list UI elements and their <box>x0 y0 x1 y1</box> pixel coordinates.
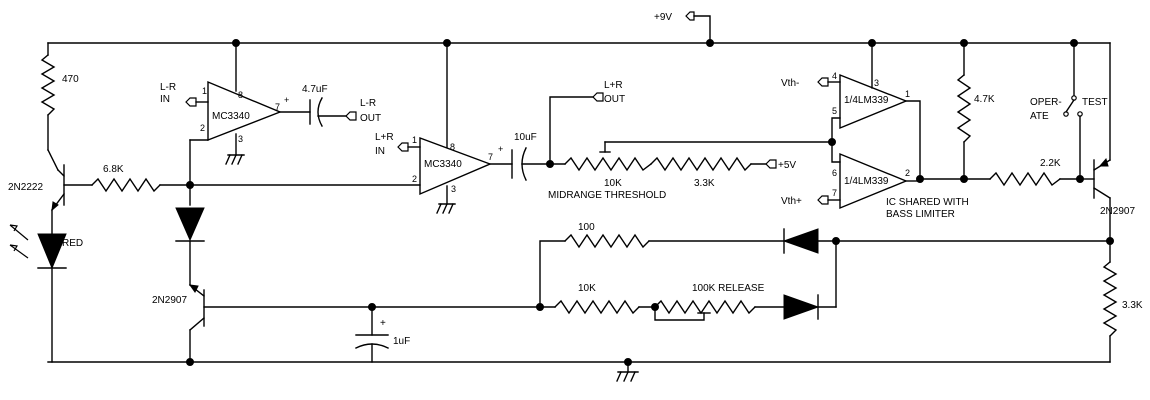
cap3-label: 1uF <box>393 336 410 347</box>
cap3-plus: + <box>380 318 386 329</box>
transistor-q1 <box>51 164 93 212</box>
midrange-label: MIDRANGE THRESHOLD <box>548 190 666 201</box>
q2-label: 2N2907 <box>152 295 187 306</box>
resistor-2k2-label: 2.2K <box>1040 158 1061 169</box>
ic2-pin7: 7 <box>488 152 493 162</box>
lpr-out-top: L+R <box>604 80 623 91</box>
ground-junction <box>624 358 632 366</box>
led-label: RED <box>62 238 83 249</box>
supply-rail <box>47 11 1111 161</box>
cap1-label: 4.7uF <box>302 84 328 95</box>
ic-shared-line1: IC SHARED WITH <box>886 197 969 208</box>
comparator-bottom <box>817 152 991 210</box>
resistor-4k7-label: 4.7K <box>974 94 995 105</box>
vcc-label: +9V <box>654 12 672 23</box>
ic2-mc3340 <box>397 39 513 214</box>
ic2-pin8: 8 <box>450 142 455 152</box>
ic2-label: MC3340 <box>424 159 462 170</box>
cap2-label: 10uF <box>514 132 537 143</box>
cmp-pin2: 2 <box>905 168 910 178</box>
left-node <box>186 139 421 206</box>
lpr-in-top: L+R <box>375 132 394 143</box>
led-red <box>9 209 67 363</box>
cmp-bottom-label: 1/4LM339 <box>844 176 889 187</box>
ic1-pin7: 7 <box>275 102 280 112</box>
cmp-pin6: 6 <box>832 168 837 178</box>
resistor-470-label: 470 <box>62 74 79 85</box>
cmp-pin4: 4 <box>832 71 837 81</box>
transistor-q2 <box>186 284 541 366</box>
vcc-junction <box>706 39 714 47</box>
ground-rail <box>47 361 1111 382</box>
release-label: 100K RELEASE <box>692 283 765 294</box>
cmp-pin7: 7 <box>832 188 837 198</box>
q1-label: 2N2222 <box>8 182 43 193</box>
lr-out-top: L-R <box>360 98 376 109</box>
test-label: TEST <box>1082 97 1108 108</box>
resistor-4k7 <box>956 39 972 183</box>
cmp-pin1: 1 <box>905 89 910 99</box>
lr-in-bottom: IN <box>160 94 170 105</box>
resistor-10k-label: 10K <box>578 283 596 294</box>
resistor-6k8 <box>91 177 191 193</box>
lr-in-top: L-R <box>160 82 176 93</box>
vth-minus-label: Vth- <box>781 78 799 89</box>
operate-label-bottom: ATE <box>1030 111 1049 122</box>
ic1-mc3340 <box>185 39 311 165</box>
cap-1u <box>355 303 389 363</box>
pot-10k-label: 10K <box>604 178 622 189</box>
resistor-3k3b <box>1102 240 1118 363</box>
resistor-2k2 <box>989 171 1084 187</box>
lpr-out-bottom: OUT <box>604 94 625 105</box>
resistor-3k3b-label: 3.3K <box>1122 300 1143 311</box>
cmp-top-label: 1/4LM339 <box>844 95 889 106</box>
lpr-in-bottom: IN <box>375 146 385 157</box>
q3-label: 2N2907 <box>1100 206 1135 217</box>
comparator-top <box>817 39 921 180</box>
lpr-out-wire <box>546 92 604 168</box>
lr-out-bottom: OUT <box>360 113 381 124</box>
diode-left <box>175 207 205 286</box>
ic2-plus: + <box>498 144 503 154</box>
plus5v-label: +5V <box>778 160 796 171</box>
resistor-100-label: 100 <box>578 222 595 233</box>
resistor-470 <box>40 42 59 171</box>
ic1-pin2: 2 <box>200 123 205 133</box>
cap-10u <box>511 147 551 181</box>
ic2-pin3: 3 <box>451 184 456 194</box>
threshold-pot <box>549 141 833 172</box>
cap-4u7 <box>309 97 357 127</box>
release-network <box>536 228 1111 321</box>
ic-shared-line2: BASS LIMITER <box>886 209 955 220</box>
operate-label-top: OPER- <box>1030 97 1062 108</box>
transistor-q3 <box>1079 157 1114 245</box>
cmp-pin5: 5 <box>832 106 837 116</box>
ic1-pin3: 3 <box>238 134 243 144</box>
resistor-6k8-label: 6.8K <box>103 164 124 175</box>
resistor-3k3a-label: 3.3K <box>694 178 715 189</box>
ic1-plus: + <box>284 95 289 105</box>
ic1-pin1: 1 <box>202 86 207 96</box>
cmp-pin3: 3 <box>874 78 879 88</box>
ic2-pin2: 2 <box>412 174 417 184</box>
ic2-pin1: 1 <box>412 135 417 145</box>
ic1-pin8: 8 <box>238 90 243 100</box>
ic1-label: MC3340 <box>212 111 250 122</box>
vth-plus-label: Vth+ <box>781 196 802 207</box>
operate-test-switch <box>1063 39 1083 180</box>
